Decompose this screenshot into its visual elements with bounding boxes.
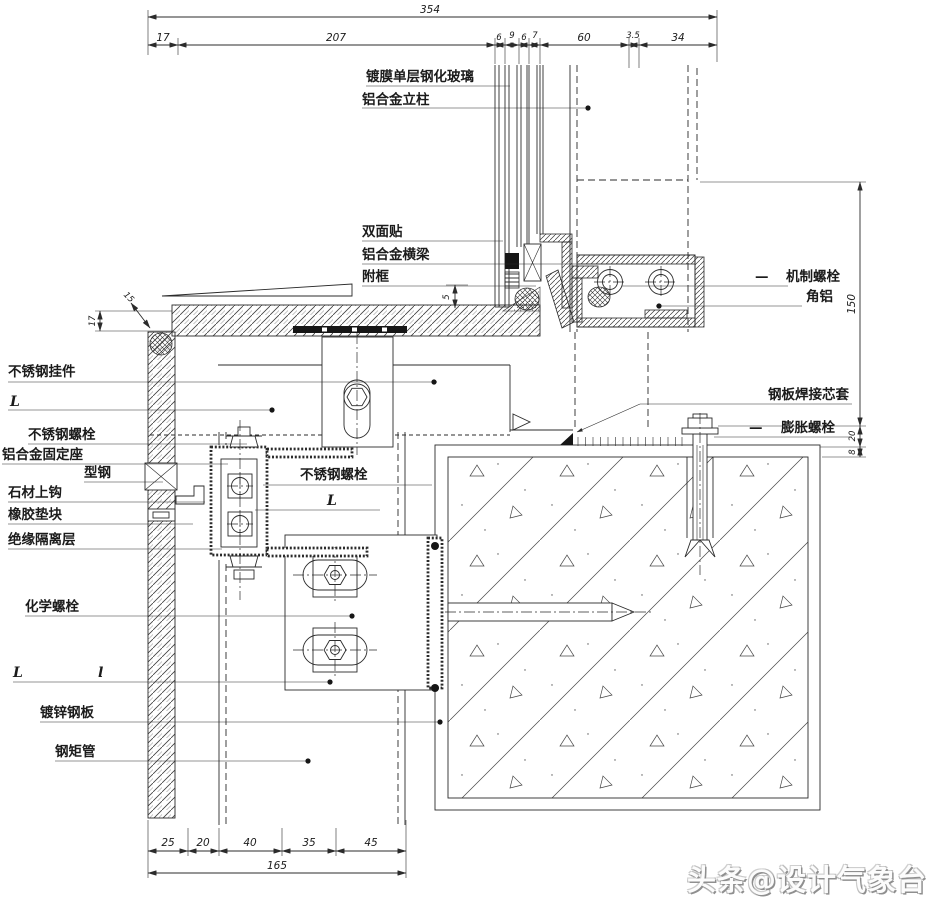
backer-rod (514, 287, 540, 311)
aluminum-mullion (569, 65, 698, 428)
double-sided-tape-block (505, 253, 519, 269)
anchor-plate (284, 534, 444, 692)
dim-3-5: 3.5 (626, 31, 640, 41)
rubber-pad-block (152, 511, 170, 519)
dimension-bottom: 25 20 40 35 45 165 (147, 820, 407, 878)
dim-side-17: 17 (88, 315, 98, 326)
notch-mark (512, 413, 532, 431)
concrete-wall (434, 413, 821, 811)
expansion-bolt (681, 413, 719, 575)
angle-aluminum-piece (644, 309, 688, 319)
aluminum-transom (545, 254, 705, 329)
label-insulation: 绝缘隔离层 (8, 531, 76, 548)
slot-bolt-1 (293, 547, 377, 603)
annotations: 镀膜单层钢化玻璃 铝合金立柱 双面贴 铝合金横梁 附框 — 机制螺栓 角铝 钢板… (2, 68, 852, 764)
dim-6b: 6 (521, 33, 527, 43)
glass-unit (494, 65, 573, 309)
dim-5: 5 (442, 294, 452, 299)
dimension-small: 17 15 5 (88, 284, 468, 332)
dim-34: 34 (671, 32, 684, 44)
dim-7: 7 (532, 31, 538, 41)
watermark: 头条@设计气象台 (686, 863, 927, 897)
dim-20: 20 (848, 431, 858, 442)
flashing-wedge (161, 283, 353, 297)
dash-expansion-bolt: — (749, 420, 763, 436)
dim-6a: 6 (496, 33, 502, 43)
dim-35: 35 (302, 837, 316, 849)
label-expansion-bolt: 膨胀螺栓 (781, 419, 835, 436)
dim-8: 8 (848, 449, 858, 455)
label-al-seat: 铝合金固定座 (2, 446, 83, 463)
label-subframe: 附框 (362, 268, 389, 285)
dash-machine-bolt: — (755, 269, 769, 285)
label-steel-sleeve: 钢板焊接芯套 (768, 386, 849, 403)
label-L3: L (12, 665, 23, 681)
label-transom: 铝合金横梁 (362, 246, 430, 263)
label-chem-bolt: 化学螺栓 (25, 598, 79, 615)
dim-25: 25 (161, 837, 175, 849)
machine-bolt-1 (594, 266, 626, 298)
hanger-plate (150, 333, 511, 455)
sealant-rod-right (587, 286, 611, 308)
stone-hook-shape (175, 485, 205, 505)
slot-bolt-2 (293, 622, 377, 678)
label-ss-bolt-mid: 不锈钢螺栓 (300, 466, 368, 483)
dim-40: 40 (243, 837, 257, 849)
dim-150: 150 (846, 294, 858, 314)
weld-symbol (560, 433, 573, 445)
dim-207: 207 (326, 32, 346, 44)
label-stone-hook: 石材上钩 (7, 484, 62, 501)
label-galv-sheet: 镀锌钢板 (40, 704, 94, 721)
dim-60: 60 (577, 32, 591, 44)
stone-panel (147, 331, 176, 819)
label-ss-hanger: 不锈钢挂件 (8, 363, 76, 380)
label-L1: L (9, 394, 20, 410)
label-steel-tube: 钢矩管 (55, 743, 96, 760)
label-L2: L (326, 493, 337, 509)
dim-15: 15 (121, 290, 136, 305)
label-angle-aluminum: 角铝 (806, 288, 833, 305)
dim-17: 17 (156, 32, 170, 44)
joint-gasket (293, 326, 407, 333)
label-mullion: 铝合金立柱 (362, 91, 430, 108)
dim-total-width: 354 (420, 4, 440, 16)
dimension-top: 354 17 207 6 9 6 7 60 3.5 34 (147, 4, 718, 68)
dim-45: 45 (364, 837, 378, 849)
gasket-block (504, 271, 520, 289)
weld-dot-bottom (431, 684, 439, 692)
machine-bolt-2 (645, 266, 677, 298)
dim-9: 9 (509, 31, 514, 41)
label-ss-bolt-left: 不锈钢螺栓 (28, 426, 96, 443)
panel-joint (147, 508, 176, 522)
label-l4: l (98, 665, 103, 681)
section-steel-box (144, 462, 178, 491)
label-section-steel: 型钢 (84, 464, 111, 481)
label-machine-bolt: 机制螺栓 (786, 268, 840, 285)
label-tape: 双面贴 (362, 223, 403, 240)
backer-rod-left (149, 332, 173, 356)
dim-20b: 20 (196, 837, 210, 849)
dim-165: 165 (267, 860, 287, 872)
weld-dot-top (431, 542, 439, 550)
label-rubber-pad: 橡胶垫块 (8, 506, 62, 523)
serrated-strip (426, 536, 444, 690)
stone-coping (161, 283, 541, 337)
label-glass: 镀膜单层钢化玻璃 (366, 68, 474, 85)
weld-ticks (560, 433, 683, 446)
